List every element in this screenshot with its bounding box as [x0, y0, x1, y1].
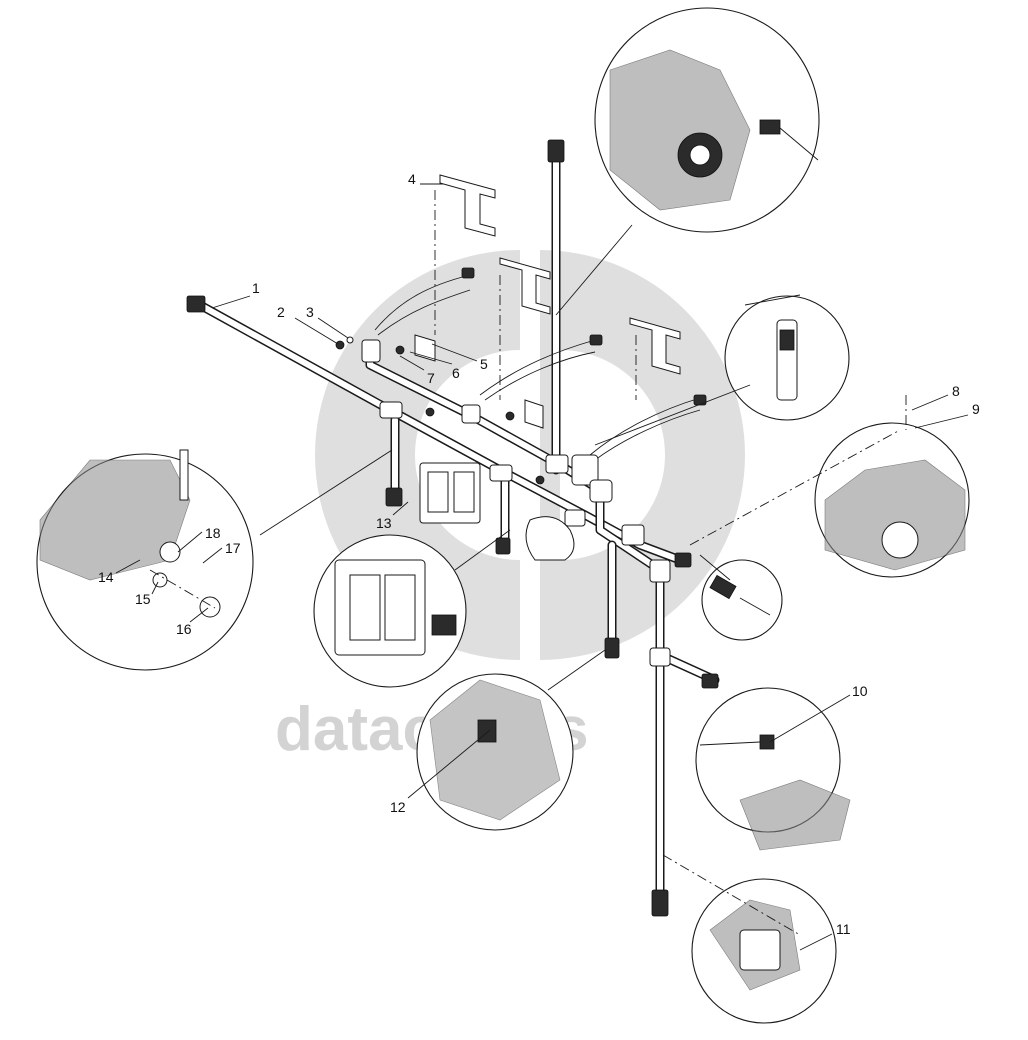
- callout-13: 13: [376, 515, 392, 531]
- callout-1: 1: [252, 280, 260, 296]
- callout-labels: 1 2 3 4 5 6 7 8 9 10 11 12 13 14 15 16 1…: [98, 171, 980, 937]
- callout-18: 18: [205, 525, 221, 541]
- callout-10: 10: [852, 683, 868, 699]
- callout-12: 12: [390, 799, 406, 815]
- callout-8: 8: [952, 383, 960, 399]
- detail-connector: [701, 559, 783, 641]
- callout-6: 6: [452, 365, 460, 381]
- detail-circles: [36, 7, 970, 1024]
- callout-2: 2: [277, 304, 285, 320]
- callout-5: 5: [480, 356, 488, 372]
- callout-leaders: [115, 183, 969, 951]
- callout-9: 9: [972, 401, 980, 417]
- callout-14: 14: [98, 569, 114, 585]
- callout-3: 3: [306, 304, 314, 320]
- callout-7: 7: [427, 370, 435, 386]
- callout-17: 17: [225, 540, 241, 556]
- callout-16: 16: [176, 621, 192, 637]
- main-harness: [186, 139, 720, 917]
- callout-11: 11: [836, 921, 851, 937]
- brackets: [335, 174, 681, 485]
- leader-lines: [149, 224, 907, 936]
- callout-4: 4: [408, 171, 416, 187]
- callout-15: 15: [135, 591, 151, 607]
